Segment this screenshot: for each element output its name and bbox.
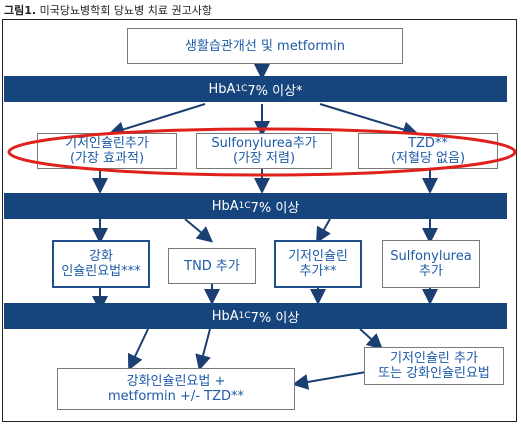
band-2-prefix: HbA <box>211 198 239 214</box>
band-1-sub: 1C <box>235 84 248 94</box>
sulfonylurea-add-box: Sulfonylurea 추가 <box>382 240 480 288</box>
tzd-line1: TZD** <box>408 136 448 151</box>
lifestyle-metformin-label: 생활습관개선 및 metformin <box>185 38 345 54</box>
band-1-prefix: HbA <box>208 81 236 97</box>
arrow-band2-to-basal2 <box>316 218 331 244</box>
arrow-alt-to-final <box>292 370 373 390</box>
arrow-band1-to-tzd <box>319 103 419 138</box>
basal-insulin-line2: (가장 효과적) <box>69 151 145 166</box>
band-3-suffix: 7% 이상 <box>250 310 300 326</box>
basal-insulin-add-line1: 기저인슐린 <box>288 249 348 264</box>
figure-title: 그림1. 미국당뇨병학회 당뇨병 치료 권고사항 <box>4 2 212 18</box>
arrow-band2-to-tnd <box>184 218 214 243</box>
band-2-suffix: 7% 이상 <box>250 200 300 216</box>
basal-or-intensive-line1: 기저인슐린 추가 <box>390 351 478 366</box>
intensive-metformin-line2: metformin +/- TZD** <box>107 389 244 404</box>
arrow-band3-to-final-left <box>127 328 149 371</box>
sulfonylurea-line2: (가장 저렴) <box>232 151 296 166</box>
intensive-insulin-line2: 인슐린요법*** <box>61 264 141 279</box>
band-3-prefix: HbA <box>211 308 239 324</box>
basal-or-intensive-line2: 또는 강화인슐린요법 <box>378 366 490 381</box>
arrow-band1-to-basal <box>108 103 206 138</box>
tzd-line2: (저혈당 없음) <box>390 151 466 166</box>
intensive-insulin-box: 강화 인슐린요법*** <box>52 240 150 288</box>
arrow-band3-to-final-mid <box>195 328 211 371</box>
basal-insulin-add-line2: 추가** <box>299 264 337 279</box>
figure-label: 그림1. <box>4 4 37 17</box>
intensive-insulin-line1: 강화 <box>89 249 113 264</box>
band-3-sub: 1C <box>238 311 251 321</box>
tnd-line1: TND 추가 <box>184 258 240 274</box>
basal-insulin-add-box: 기저인슐린 추가** <box>274 240 362 288</box>
intensive-metformin-line1: 강화인슐린요법 + <box>126 374 226 389</box>
lifestyle-metformin-box: 생활습관개선 및 metformin <box>127 28 403 64</box>
figure-caption: 미국당뇨병학회 당뇨병 치료 권고사항 <box>39 4 212 17</box>
intensive-metformin-tzd-box: 강화인슐린요법 + metformin +/- TZD** <box>57 368 295 410</box>
sulfonylurea-add-line2: 추가 <box>419 264 443 279</box>
band-1-suffix: 7% 이상* <box>247 83 303 99</box>
sulfonylurea-add-line1: Sulfonylurea <box>390 249 472 264</box>
basal-or-intensive-box: 기저인슐린 추가 또는 강화인슐린요법 <box>364 347 504 385</box>
sulfonylurea-line1: Sulfonylurea추가 <box>211 136 317 151</box>
sulfonylurea-box: Sulfonylurea추가 (가장 저렴) <box>196 133 332 169</box>
tnd-box: TND 추가 <box>168 248 256 284</box>
band-2-sub: 1C <box>238 201 251 211</box>
arrow-band3-to-alt <box>359 328 383 350</box>
basal-insulin-line1: 기저인슐린추가 <box>65 136 149 151</box>
